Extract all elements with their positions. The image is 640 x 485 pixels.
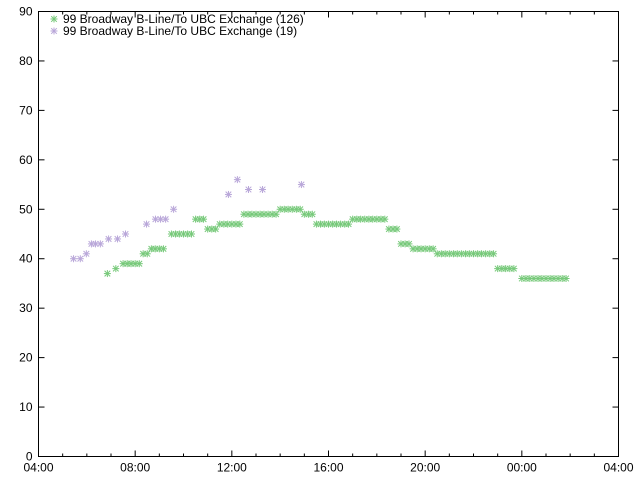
data-point-series-1 <box>212 225 220 233</box>
data-point-series-1 <box>200 215 208 223</box>
legend: 99 Broadway B-Line/To UBC Exchange (126)… <box>50 12 304 38</box>
legend-marker-icon <box>50 27 58 35</box>
x-tick-label: 00:00 <box>507 461 537 475</box>
data-point-series-1 <box>510 265 518 273</box>
data-point-series-2 <box>76 255 84 263</box>
data-point-series-1 <box>345 220 353 228</box>
axis-ticks <box>38 11 619 457</box>
data-point-series-2 <box>162 215 170 223</box>
data-points <box>70 176 570 282</box>
data-point-series-2 <box>224 190 232 198</box>
y-tick-label: 70 <box>19 103 33 117</box>
legend-marker-icon <box>50 15 58 23</box>
y-tick-label: 40 <box>19 252 33 266</box>
y-tick-label: 10 <box>19 400 33 414</box>
data-point-series-2 <box>170 205 178 213</box>
data-point-series-2 <box>122 230 129 238</box>
x-tick-label: 12:00 <box>217 461 247 475</box>
legend-label-series-1: 99 Broadway B-Line/To UBC Exchange (126) <box>63 12 304 26</box>
y-tick-label: 0 <box>26 450 33 464</box>
x-tick-label: 04:00 <box>603 461 633 475</box>
data-point-series-2 <box>82 250 90 258</box>
data-point-series-1 <box>490 250 498 258</box>
legend-marker-series-1 <box>50 15 58 23</box>
data-point-series-2 <box>233 176 241 184</box>
y-tick-label: 80 <box>19 54 33 68</box>
y-tick-label: 50 <box>19 202 33 216</box>
legend-marker-series-2 <box>50 27 58 35</box>
data-point-series-1 <box>143 250 151 258</box>
data-point-series-1 <box>112 265 120 273</box>
y-tick-label: 60 <box>19 153 33 167</box>
data-point-series-2 <box>143 220 151 228</box>
data-point-series-2 <box>96 240 104 248</box>
x-tick-label: 04:00 <box>23 461 53 475</box>
x-tick-label: 20:00 <box>410 461 440 475</box>
data-point-series-1 <box>236 220 244 228</box>
data-point-series-2 <box>297 181 305 189</box>
legend-label-series-2: 99 Broadway B-Line/To UBC Exchange (19) <box>63 24 297 38</box>
data-point-series-1 <box>187 230 195 238</box>
y-axis-tick-labels: 0 10 20 30 40 50 60 70 80 90 <box>19 5 33 464</box>
data-point-series-2 <box>259 186 267 193</box>
data-point-series-1 <box>296 205 304 213</box>
y-tick-label: 20 <box>19 351 33 365</box>
data-point-series-1 <box>103 270 111 278</box>
data-point-series-2 <box>105 235 113 243</box>
data-point-series-1 <box>135 260 143 268</box>
data-point-series-2 <box>114 235 122 243</box>
data-point-series-2 <box>245 186 253 193</box>
x-tick-label: 16:00 <box>313 461 343 475</box>
y-tick-label: 90 <box>19 5 33 19</box>
data-point-series-1 <box>393 225 401 233</box>
y-tick-label: 30 <box>19 301 33 315</box>
data-point-series-1 <box>429 245 437 253</box>
data-point-series-1 <box>308 210 316 218</box>
data-point-series-1 <box>381 215 389 223</box>
data-point-series-2 <box>70 255 78 263</box>
data-point-series-1 <box>159 245 167 253</box>
x-axis-tick-labels: 04:00 08:00 12:00 16:00 20:00 00:00 04:00 <box>23 461 633 475</box>
data-point-series-1 <box>405 240 413 248</box>
data-point-series-1 <box>562 275 570 282</box>
data-point-series-1 <box>272 210 280 218</box>
x-tick-label: 08:00 <box>120 461 150 475</box>
